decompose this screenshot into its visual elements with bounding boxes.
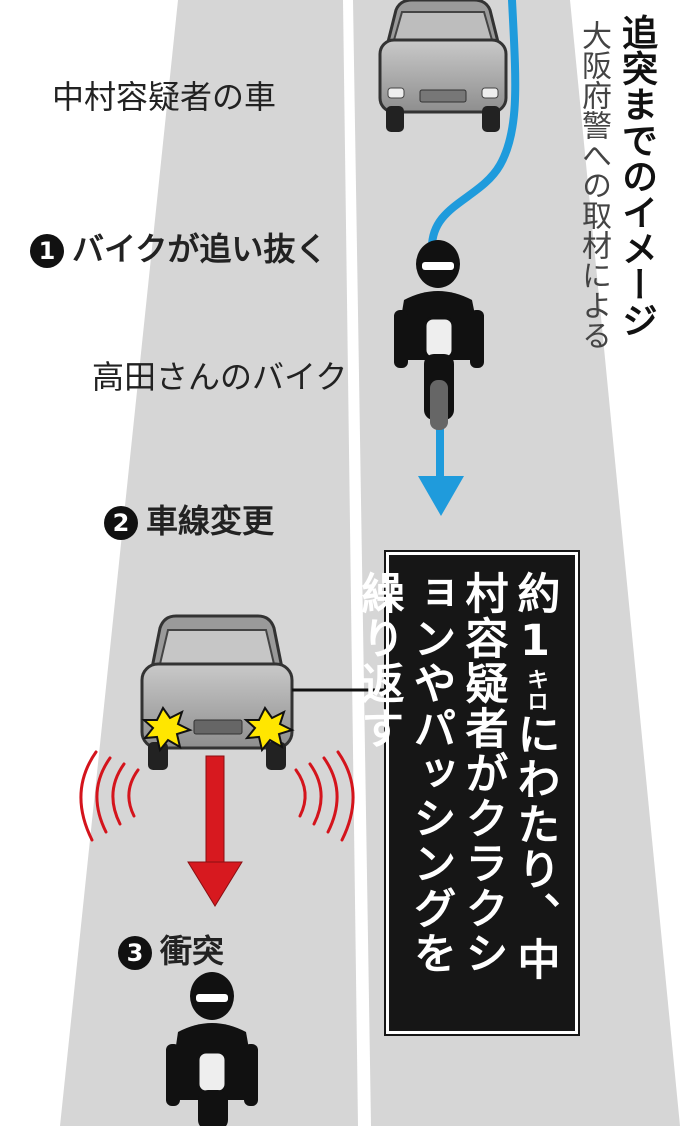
callout-unit: キロ [523,668,548,712]
collision-arrow-head [187,861,243,907]
horn-waves-right-icon [294,750,355,842]
suspect-car-icon [378,0,508,132]
bike-path-line [427,0,520,254]
step-3-number: 3 [118,936,152,970]
step-3-text: 衝突 [160,932,225,970]
page-subtitle: 大阪府警への取材による [576,20,611,350]
victim-bike-label: 高田さんのバイク [92,358,348,396]
suspect-car-front-icon [140,614,294,770]
page-title: 追突までのイメージ [616,14,657,338]
callout-prefix: 約1 [510,571,560,668]
bike-direction-arrow [418,476,464,516]
step-2-text: 車線変更 [146,502,275,540]
collision-arrow-shaft [205,755,225,867]
step-1-text: バイクが追い抜く [72,230,328,268]
victim-bike-icon [394,240,484,430]
step-1-number: 1 [30,234,64,268]
callout-text: 約1キロにわたり、中村容疑者がクラクションやパッシングを繰り返す [353,571,561,1019]
headlight-flash-left-icon [141,706,193,753]
horn-waves-left-icon [79,750,140,842]
victim-bike-bottom-icon [166,972,258,1126]
step-2-number: 2 [104,506,138,540]
callout-box: 約1キロにわたり、中村容疑者がクラクションやパッシングを繰り返す [354,552,578,1034]
suspect-car-label: 中村容疑者の車 [52,78,277,116]
callout-rest: にわたり、中村容疑者がクラクションやパッシングを繰り返す [354,571,560,982]
headlight-flash-right-icon [243,706,295,753]
lane-divider [343,0,371,1126]
